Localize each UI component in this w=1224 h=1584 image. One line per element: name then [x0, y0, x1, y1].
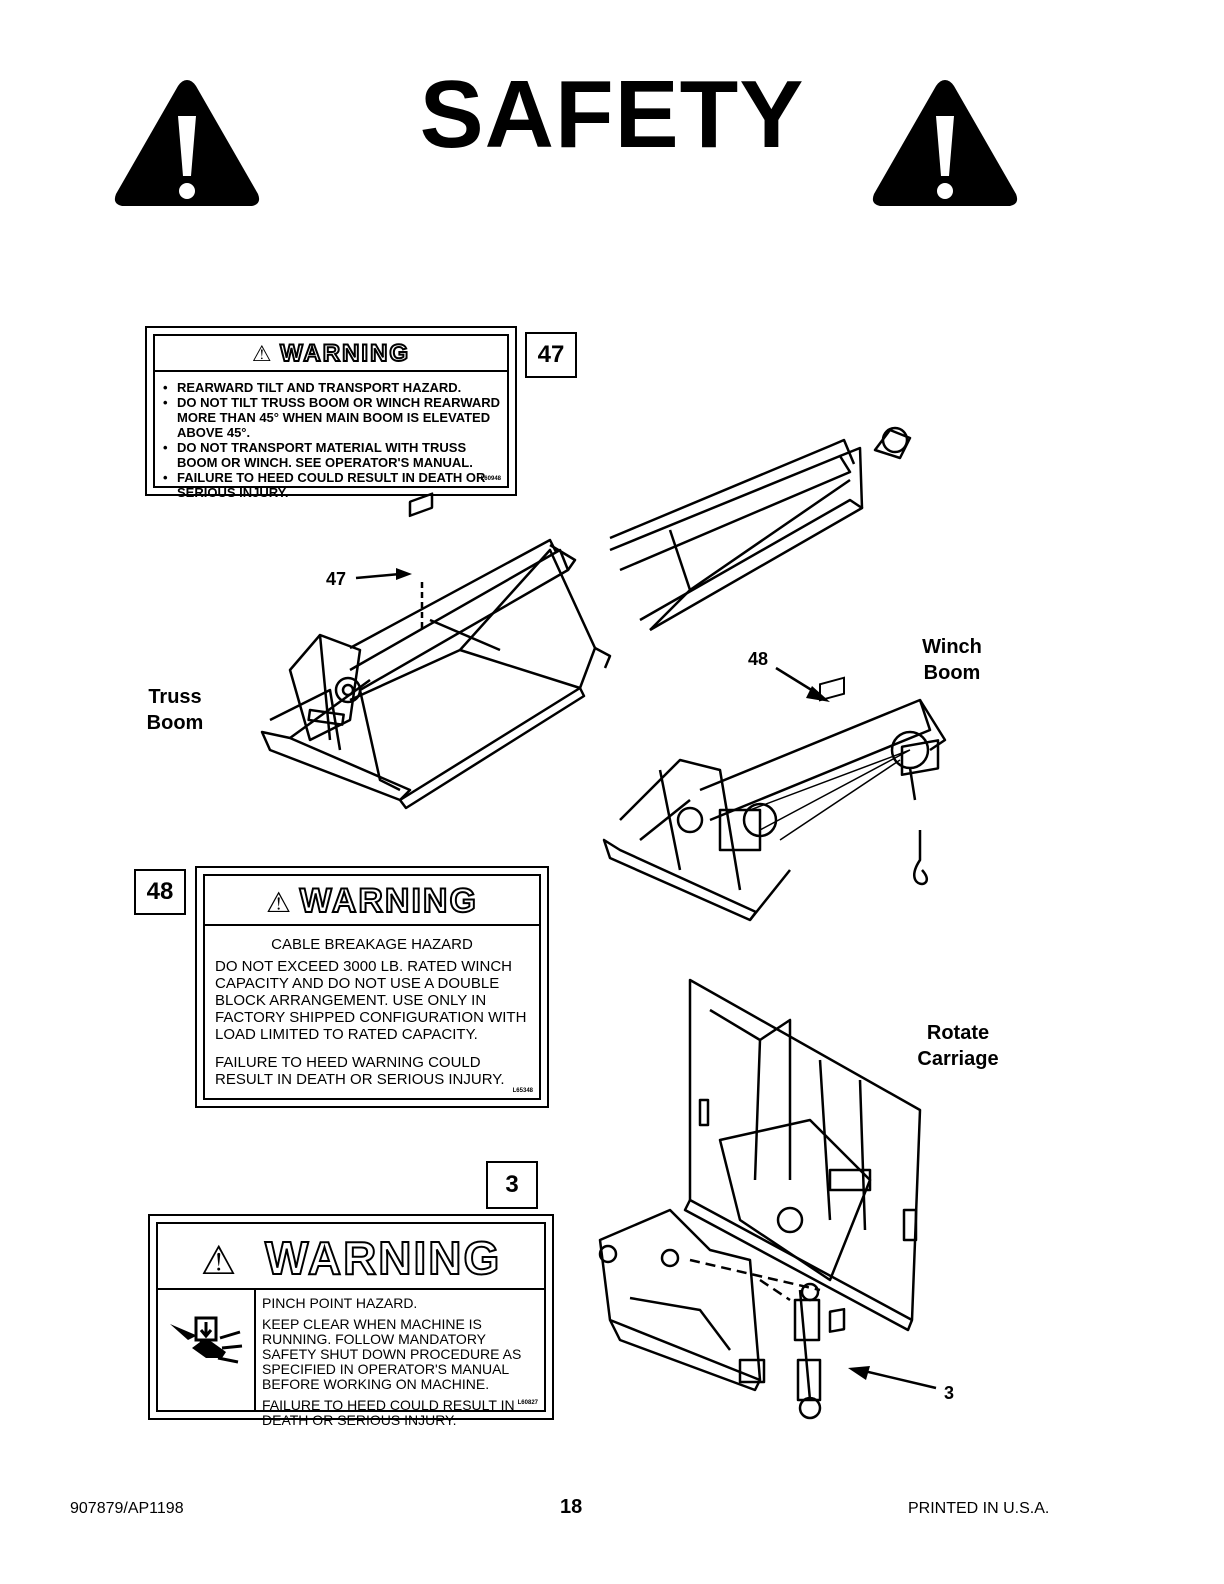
decal-3-number: 3 [486, 1161, 538, 1209]
decal-47-header: WARNING [279, 339, 411, 368]
label-truss-line-2: Boom [146, 712, 204, 734]
callout-47-label: 47 [326, 569, 347, 589]
warning-triangle-icon-left [114, 80, 260, 206]
label-winch-boom: Winch Boom [912, 634, 992, 686]
decal-3-footer: FAILURE TO HEED COULD RESULT IN DEATH OR… [262, 1397, 515, 1428]
decal-47-code: L60948 [480, 476, 501, 482]
decal-3: ⚠ WARNING PINCH POINT HAZARD. KEEP CLEAR… [148, 1214, 554, 1428]
footer-page-number: 18 [560, 1496, 583, 1518]
rotate-carriage-illustration [598, 978, 922, 1420]
decal-48-header: WARNING [299, 881, 478, 921]
decal-3-body: KEEP CLEAR WHEN MACHINE IS RUNNING. FOLL… [262, 1316, 522, 1392]
page-title: SAFETY [419, 61, 805, 168]
label-truss-line-1: Truss [148, 686, 202, 708]
footer-doc-number: 907879/AP1198 [70, 1500, 184, 1517]
decal-47-bullet-4: FAILURE TO HEED COULD RESULT IN DEATH OR… [163, 470, 501, 500]
label-truss-boom: Truss Boom [140, 684, 210, 736]
decal-48-code: L65348 [512, 1088, 533, 1094]
decal-48-footer: FAILURE TO HEED WARNING COULD RESULT IN … [215, 1054, 505, 1088]
decal-3-header: WARNING [264, 1231, 502, 1285]
callout-47-arrow [355, 568, 412, 580]
label-rotate-line-2: Carriage [917, 1048, 999, 1070]
pinch-hazard-icon [170, 1316, 243, 1364]
decal-3-subtitle: PINCH POINT HAZARD. [262, 1295, 418, 1311]
callout-3-label: 3 [944, 1383, 955, 1403]
callout-48-arrow [775, 666, 845, 702]
warning-triangle-icon: ⚠ [251, 341, 274, 366]
decal-48-body: DO NOT EXCEED 3000 LB. RATED WINCH CAPAC… [215, 958, 527, 1043]
label-winch-line-2: Boom [923, 662, 981, 684]
decal-47-bullet-2: DO NOT TILT TRUSS BOOM OR WINCH REARWARD… [163, 395, 501, 440]
warning-triangle-icon: ⚠ [266, 887, 294, 918]
footer-printed: PRINTED IN U.S.A. [908, 1500, 1050, 1517]
decal-47-bullet-3: DO NOT TRANSPORT MATERIAL WITH TRUSS BOO… [163, 440, 501, 470]
label-winch-line-1: Winch [922, 636, 982, 658]
warning-triangle-icon: ⚠ [200, 1239, 239, 1283]
callout-3-arrow [848, 1366, 937, 1390]
decal-48-number: 48 [134, 869, 186, 915]
decal-48: ⚠ WARNING CABLE BREAKAGE HAZARD DO NOT E… [195, 866, 549, 1108]
decal-47-bullet-1: REARWARD TILT AND TRANSPORT HAZARD. [163, 380, 501, 395]
warning-triangle-icon-right [872, 80, 1018, 206]
decal-47: ⚠ WARNING REARWARD TILT AND TRANSPORT HA… [145, 326, 517, 500]
winch-boom-illustration [602, 698, 947, 922]
truss-boom-illustration [260, 426, 912, 810]
decal-47-number: 47 [525, 332, 577, 378]
callout-48-label: 48 [748, 649, 769, 669]
label-rotate-line-1: Rotate [926, 1022, 990, 1044]
decal-3-code: L60827 [517, 1400, 538, 1406]
label-rotate-carriage: Rotate Carriage [908, 1020, 1008, 1072]
decal-48-subtitle: CABLE BREAKAGE HAZARD [271, 936, 473, 953]
